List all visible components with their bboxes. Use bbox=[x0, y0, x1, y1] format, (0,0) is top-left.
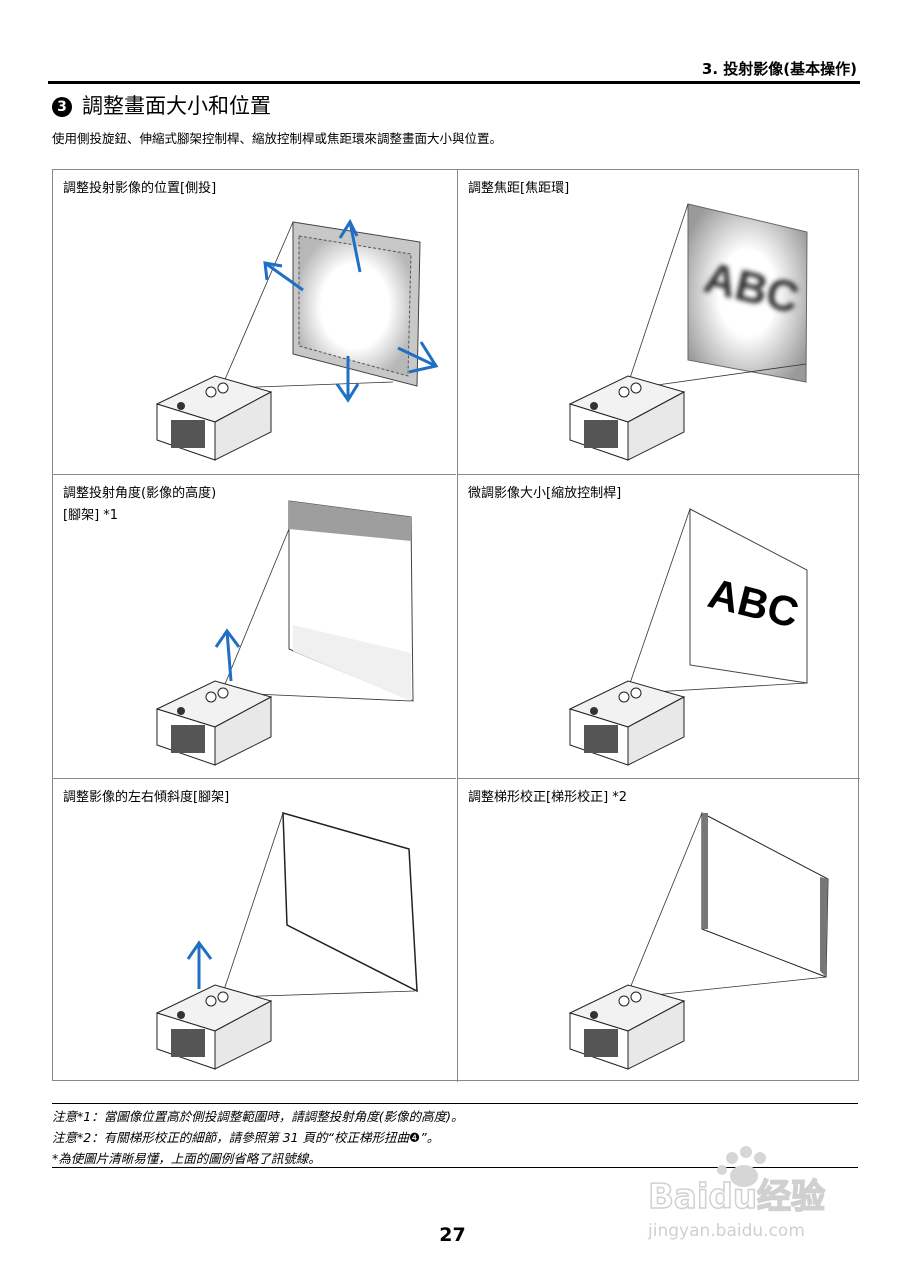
projector-icon bbox=[568, 375, 686, 461]
arrow-icon bbox=[263, 218, 439, 403]
illustration-grid: 調整投射影像的位置[側投] bbox=[52, 169, 860, 1082]
horizontal-tilt-illustration bbox=[155, 811, 418, 1070]
projection-line bbox=[230, 990, 416, 998]
keystone-right-band bbox=[820, 877, 828, 977]
keystone-left-band bbox=[702, 813, 708, 929]
cell-label: 調整焦距[焦距環] bbox=[468, 178, 569, 200]
header-rule bbox=[48, 81, 860, 84]
cell-label: 微調影像大小[縮放控制桿] bbox=[468, 483, 621, 505]
section-title: 3 調整畫面大小和位置 bbox=[52, 90, 271, 120]
projection-screen bbox=[701, 812, 829, 978]
section-title-text: 調整畫面大小和位置 bbox=[82, 94, 271, 118]
cell-focus-ring: 調整焦距[焦距環] ABC bbox=[457, 170, 860, 474]
note-line: *為使圖片清晰易懂，上面的圖例省略了訊號線。 bbox=[52, 1151, 321, 1166]
cell-label: 調整投射角度(影像的高度) [腳架] *1 bbox=[63, 483, 216, 527]
cell-label-line: 微調影像大小[縮放控制桿] bbox=[468, 486, 622, 501]
cell-label: 調整梯形校正[梯形校正] *2 bbox=[468, 787, 627, 809]
up-arrow-icon bbox=[214, 628, 241, 682]
cell-horizontal-tilt: 調整影像的左右傾斜度[腳架] bbox=[53, 778, 456, 1082]
cell-keystone: 調整梯形校正[梯形校正] *2 bbox=[457, 778, 860, 1082]
projection-line bbox=[627, 508, 691, 690]
projection-screen bbox=[282, 811, 418, 993]
note-line: 注意*2：有關梯形校正的細節，請參照第 31 頁的“校正梯形扭曲❹”。 bbox=[52, 1130, 440, 1145]
cell-lens-shift: 調整投射影像的位置[側投] bbox=[53, 170, 456, 474]
notes: 注意*1：當圖像位置高於側投調整範圍時，請調整投射角度(影像的高度)。 注意*2… bbox=[52, 1106, 463, 1169]
screen-top-band bbox=[289, 501, 411, 541]
focus-illustration: ABC bbox=[568, 203, 808, 461]
projector-icon bbox=[568, 680, 686, 766]
notes-rule-bottom bbox=[52, 1167, 858, 1168]
cell-label-line: 調整投射影像的位置[側投] bbox=[63, 181, 217, 196]
cell-zoom-lever: 微調影像大小[縮放控制桿] ABC bbox=[457, 474, 860, 778]
projector-icon bbox=[155, 984, 273, 1070]
up-arrow-icon bbox=[186, 940, 213, 989]
lens-shift-illustration bbox=[155, 218, 439, 461]
cell-label-line: 調整焦距[焦距環] bbox=[468, 181, 570, 196]
notes-rule-top bbox=[52, 1103, 858, 1104]
projection-screen bbox=[687, 203, 808, 383]
tilt-illustration bbox=[155, 500, 414, 766]
projector-icon bbox=[568, 984, 686, 1070]
watermark-url: jingyan.baidu.com bbox=[647, 1221, 805, 1241]
projection-line bbox=[627, 203, 689, 385]
baidu-watermark-logo: Baidu经验 jingyan.baidu.com bbox=[647, 1146, 826, 1241]
projector-icon bbox=[155, 680, 273, 766]
cell-label-line: 調整梯形校正[梯形校正] *2 bbox=[468, 790, 628, 805]
projection-line bbox=[222, 528, 290, 690]
cell-label: 調整影像的左右傾斜度[腳架] bbox=[63, 787, 229, 809]
projection-line bbox=[222, 221, 294, 385]
projection-line bbox=[222, 812, 284, 994]
cell-label-line: 調整影像的左右傾斜度[腳架] bbox=[63, 790, 230, 805]
projection-line bbox=[635, 976, 827, 998]
projection-line bbox=[230, 381, 394, 389]
shifted-image-outline bbox=[298, 235, 412, 377]
cell-label: 調整投射影像的位置[側投] bbox=[63, 178, 216, 200]
keystone-illustration bbox=[568, 812, 829, 1070]
note-line: 注意*1：當圖像位置高於側投調整範圍時，請調整投射角度(影像的高度)。 bbox=[52, 1109, 464, 1124]
paw-icon bbox=[717, 1146, 766, 1187]
cell-label-line: 調整投射角度(影像的高度) bbox=[63, 486, 217, 501]
section-number-badge: 3 bbox=[52, 97, 72, 117]
watermark-brand: Baidu经验 bbox=[648, 1177, 825, 1217]
projection-line bbox=[627, 812, 703, 994]
cell-label-line: [腳架] *1 bbox=[63, 508, 119, 523]
header-title: 3. 投射影像(基本操作) bbox=[701, 60, 857, 78]
zoom-illustration: ABC bbox=[568, 508, 808, 766]
screen-bottom-band bbox=[293, 625, 411, 701]
projection-line bbox=[635, 363, 807, 389]
page-number: 27 bbox=[439, 1224, 466, 1246]
section-intro: 使用側投旋鈕、伸縮式腳架控制桿、縮放控制桿或焦距環來調整畫面大小與位置。 bbox=[52, 131, 503, 146]
projector-icon bbox=[155, 375, 273, 461]
cell-projection-angle: 調整投射角度(影像的高度) [腳架] *1 bbox=[53, 474, 456, 778]
